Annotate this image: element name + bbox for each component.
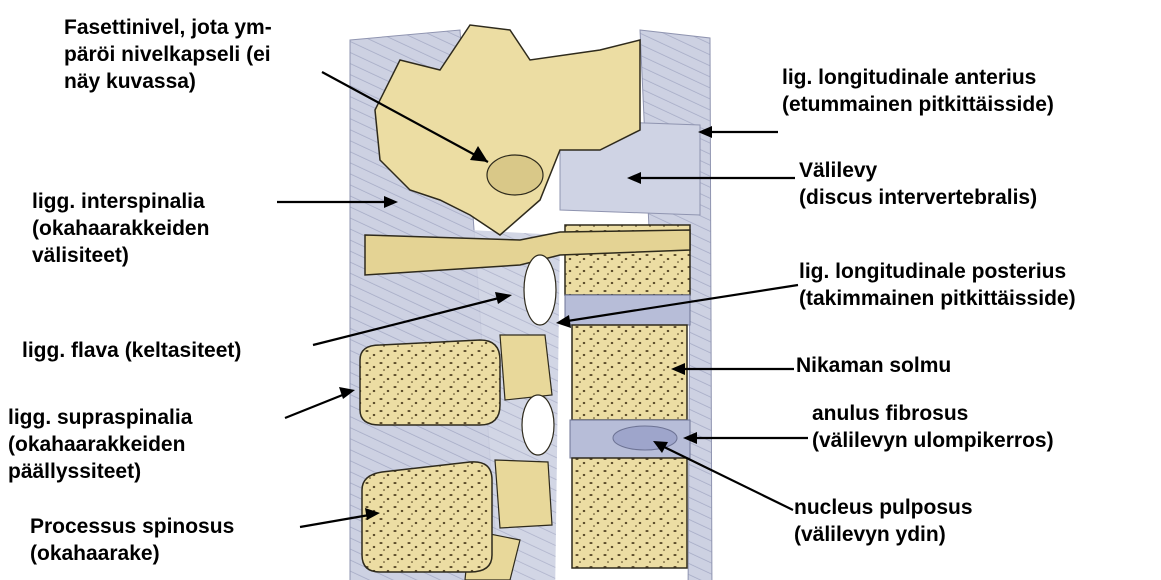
label-lig-longitudinale-anterius: lig. longitudinale anterius (etummainen … (782, 64, 1054, 118)
label-processus-spinosus: Processus spinosus (okahaarake) (30, 513, 234, 567)
label-ligg-supraspinalia: ligg. supraspinalia (okahaarakkeiden pää… (8, 404, 192, 485)
label-lig-longitudinale-posterius: lig. longitudinale posterius (takimmaine… (799, 258, 1076, 312)
intervertebral-foramen-2 (522, 395, 554, 455)
intervertebral-foramen-1 (524, 255, 556, 325)
spinous-process-2 (362, 462, 492, 572)
label-nikaman-solmu: Nikaman solmu (796, 352, 951, 379)
label-facet-joint: Fasettinivel, jota ym- päröi nivelkapsel… (64, 14, 272, 95)
vertebral-body-2 (572, 325, 687, 420)
facet-joint-shape (487, 155, 543, 195)
pedicle-2 (495, 460, 552, 528)
label-ligg-flava: ligg. flava (keltasiteet) (22, 337, 241, 364)
nucleus-pulposus-shape (613, 426, 677, 450)
spinous-process-1 (360, 340, 500, 425)
vertebral-body-3 (572, 458, 687, 568)
label-ligg-interspinalia: ligg. interspinalia (okahaarakkeiden väl… (32, 188, 209, 269)
label-nucleus-pulposus: nucleus pulposus (välilevyn ydin) (794, 494, 973, 548)
pedicle-1 (500, 335, 552, 400)
leader-line-supraspinalia (285, 392, 350, 418)
label-valilevy: Välilevy (discus intervertebralis) (799, 157, 1037, 211)
intervertebral-disc-1 (565, 295, 690, 325)
label-anulus-fibrosus: anulus fibrosus (välilevyn ulompikerros) (812, 400, 1054, 454)
